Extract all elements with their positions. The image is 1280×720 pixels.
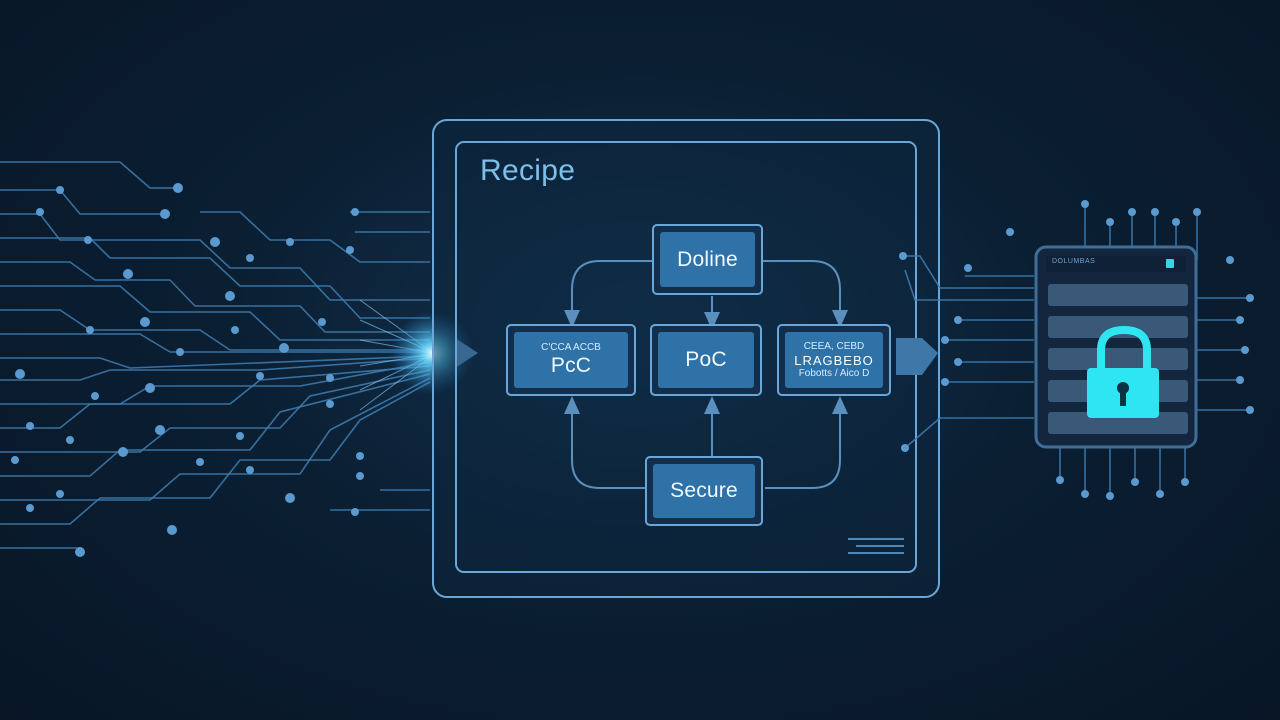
lock-icon: [1087, 325, 1159, 418]
node-right-line1: CEEA, CEBD: [803, 340, 865, 352]
node-center: PoC: [650, 324, 762, 396]
secure-server: [1034, 245, 1198, 449]
circuit-traces-right: [900, 204, 1250, 496]
node-right: CEEA, CEBD LRAGBEBO Fobotts / Aico D: [777, 324, 891, 396]
circuit-nodes-left: [11, 183, 364, 557]
node-top-label: Doline: [677, 247, 738, 271]
server-header-label: DOLUMBAS: [1052, 258, 1096, 265]
node-bottom-label: Secure: [670, 479, 738, 502]
diagram-title: Recipe: [480, 154, 576, 187]
circuit-traces-left: [0, 161, 431, 549]
input-arrow-icon: [455, 338, 478, 368]
output-arrow-icon: [896, 338, 938, 375]
node-center-label: PoC: [685, 348, 727, 371]
node-right-line2: LRAGBEBO: [794, 352, 874, 368]
circuit-nodes-right: [899, 200, 1254, 500]
node-top: Doline: [652, 224, 763, 295]
document-lines-decoration: [848, 538, 904, 559]
node-left: C'CCA ACCB PcC: [506, 324, 636, 396]
node-right-line3: Fobotts / Aico D: [798, 367, 870, 379]
flow-connectors: [564, 260, 848, 489]
node-left-caption: C'CCA ACCB: [541, 342, 601, 353]
node-left-label: PcC: [550, 354, 592, 377]
node-bottom: Secure: [645, 456, 763, 526]
